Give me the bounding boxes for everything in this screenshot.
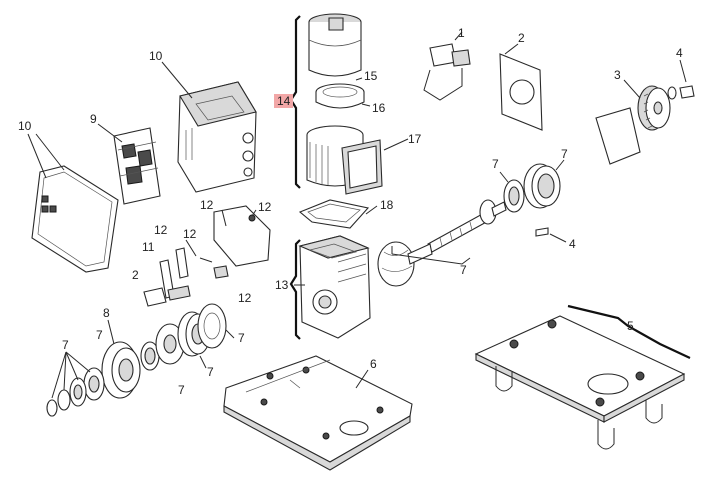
callout-12-d: 12 [183,227,197,241]
callout-13: 13 [275,278,289,292]
callout-5: 5 [627,319,634,333]
callout-2-bottom: 2 [132,268,139,282]
callout-4-key: 4 [569,237,576,251]
callout-3: 3 [614,68,621,82]
control-box-10 [161,61,257,193]
foundation-plate-5 [474,315,686,450]
bolt-4 [667,59,695,100]
gearbox-13 [294,235,371,339]
callout-7-shaft: 7 [460,263,467,277]
callout-4-top: 4 [676,46,683,60]
circuit-board-9 [97,123,161,205]
callout-2-top: 2 [518,31,525,45]
gear-3 [595,79,671,165]
callout-6: 6 [370,357,377,371]
callout-12-b: 12 [258,200,272,214]
callout-10-right: 10 [149,49,163,63]
callout-1: 1 [458,26,465,40]
callout-7-left: 7 [62,338,69,352]
callout-12-a: 12 [200,198,214,212]
callout-9: 9 [90,112,97,126]
callout-14: 14 [274,94,294,108]
callout-16: 16 [372,101,386,115]
bearing-7-right [499,159,565,213]
rings-7-middle [140,303,235,371]
callout-11: 11 [142,240,155,254]
key-4 [535,227,567,243]
callout-7-ring: 7 [238,331,245,345]
callout-18: 18 [380,198,394,212]
cap-15-16 [315,77,371,109]
worm-shaft-7 [377,199,507,287]
bracket-5 [567,304,691,359]
small-parts-11-12 [143,239,213,307]
plate-2 [499,43,543,131]
callout-7-rings: 7 [207,365,214,379]
callout-7-bottom: 7 [178,383,185,397]
cover-bracket-12 [213,205,271,279]
callout-7-bearing: 7 [561,147,568,161]
callout-8: 8 [103,306,110,320]
callout-17: 17 [408,132,422,146]
bracket-13 [289,239,301,340]
callout-7-flange: 7 [96,328,103,342]
bearings-7-left [46,351,105,417]
gasket-18 [298,199,378,229]
callout-10-left: 10 [18,119,32,133]
callout-12-e: 12 [238,291,252,305]
cover-lid-10 [27,133,119,273]
flange-8 [101,319,141,399]
motor-cover [308,13,362,77]
base-plate-6 [223,355,413,471]
callout-15: 15 [364,69,378,83]
callout-7-seal: 7 [492,157,499,171]
switch-1 [423,31,471,101]
motor-17 [306,125,409,195]
callout-12-c: 12 [154,223,168,237]
